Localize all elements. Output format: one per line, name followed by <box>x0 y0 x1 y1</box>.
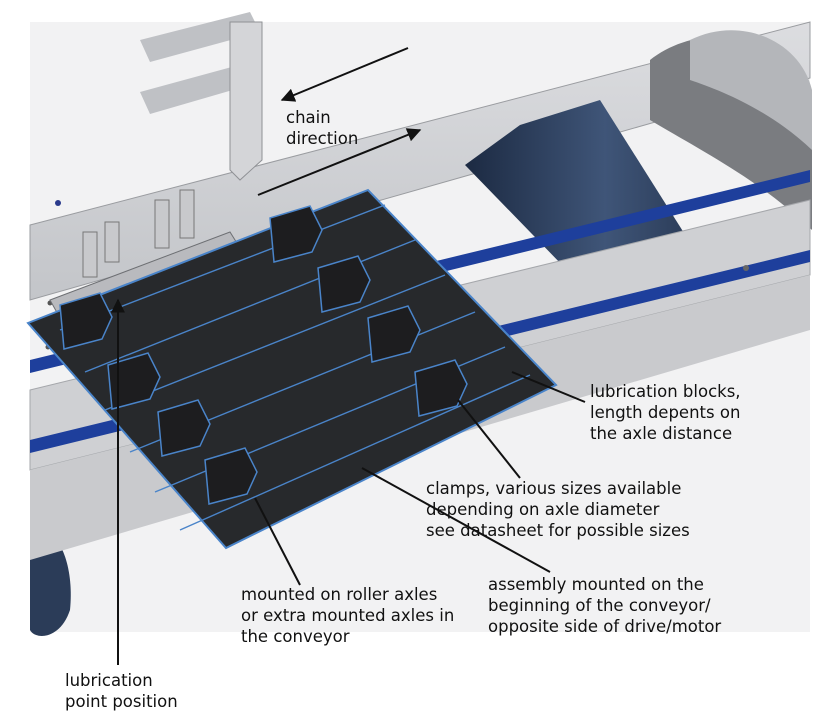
leader-mounted-axles <box>254 497 301 586</box>
leader-lines <box>111 47 586 665</box>
clamps <box>59 205 468 505</box>
lubrication-point-label: lubrication point position <box>65 671 178 711</box>
mounted-axles-label: mounted on roller axles or extra mounted… <box>241 585 455 646</box>
chain-arrow-right <box>257 128 422 196</box>
assembly-label: assembly mounted on the beginning of the… <box>488 575 722 636</box>
leader-assembly <box>361 467 551 573</box>
chain-arrow-left <box>280 47 409 102</box>
lubrication-blocks-label: lubrication blocks, length depents on th… <box>590 382 741 443</box>
chain-direction-label: chain direction <box>286 108 359 148</box>
leader-clamps <box>457 399 521 479</box>
leader-lubrication-blocks <box>511 371 586 403</box>
clamps-label: clamps, various sizes available dependin… <box>426 479 690 540</box>
